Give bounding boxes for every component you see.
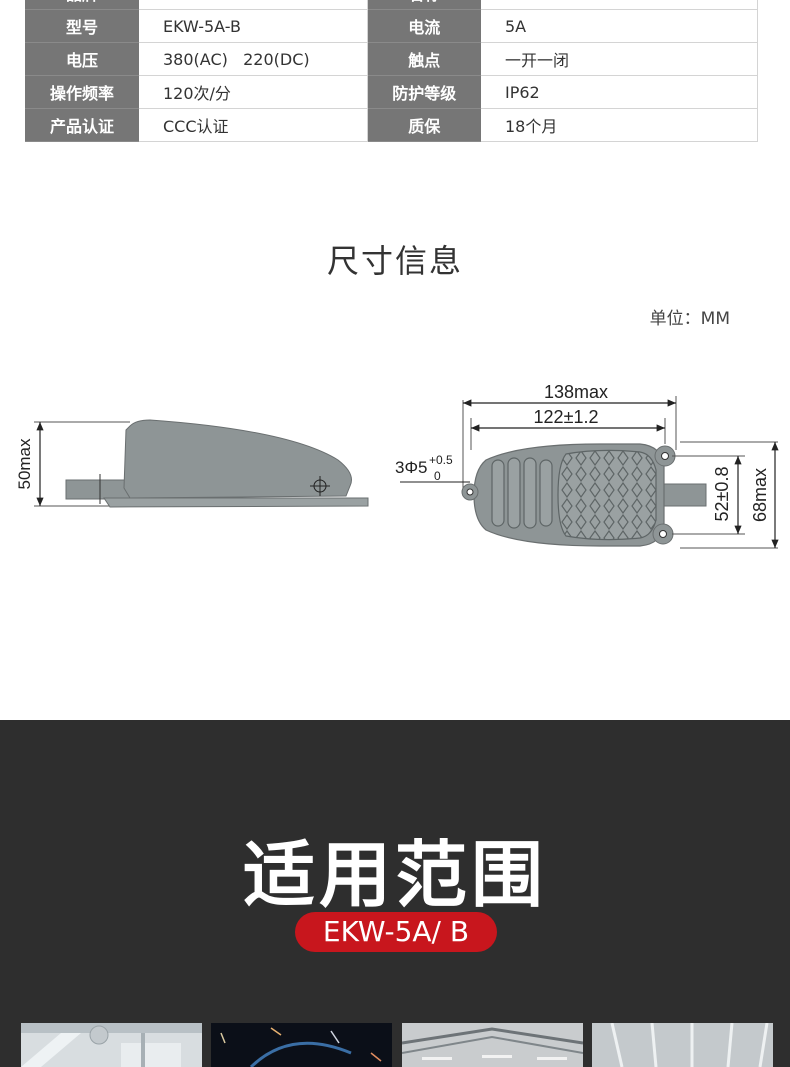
spec-label: 品牌: [25, 0, 139, 10]
spec-label: 型号: [25, 9, 139, 43]
spec-value: 一开一闭: [481, 42, 758, 76]
spec-label: 质保: [367, 108, 481, 142]
spec-label: 电流: [367, 9, 481, 43]
table-row: 型号 EKW-5A-B 电流 5A: [25, 9, 758, 43]
table-row: 操作频率 120次/分 防护等级 IP62: [25, 75, 758, 109]
hole-tol-upper: +0.5: [429, 453, 453, 467]
spec-value: 5A: [481, 9, 758, 43]
spec-label: 电压: [25, 42, 139, 76]
application-image-factory: [402, 1023, 583, 1067]
dimension-drawing: 50max 138max 122±1.2: [15, 382, 779, 549]
table-row: 电压 380(AC) 220(DC) 触点 一开一闭: [25, 42, 758, 76]
width-max-label: 68max: [750, 468, 770, 522]
model-badge: EKW-5A/ B: [295, 912, 497, 952]
side-view: 50max: [15, 419, 369, 508]
table-row: 产品认证 CCC认证 质保 18个月: [25, 108, 758, 142]
spec-label: 触点: [367, 42, 481, 76]
spec-value: CCC认证: [139, 108, 368, 142]
side-height-label: 50max: [15, 438, 34, 490]
spec-value: EKW-5A-B: [139, 9, 368, 43]
application-thumbnails: [21, 1023, 773, 1067]
spec-value: IP62: [481, 75, 758, 109]
hole-tol-lower: 0: [434, 469, 441, 483]
table-row: 品牌 名称: [25, 0, 758, 10]
dimensions-title: 尺寸信息: [326, 242, 463, 280]
spec-value: 18个月: [481, 108, 758, 142]
spec-label: 防护等级: [367, 75, 481, 109]
mount-width-label: 52±0.8: [712, 467, 732, 522]
length-max-label: 138max: [544, 382, 608, 402]
hole-label: 3Φ5: [395, 458, 427, 477]
unit-label: 单位：MM: [649, 309, 730, 329]
spec-label: 名称: [367, 0, 481, 10]
spec-label: 产品认证: [25, 108, 139, 142]
length-label: 122±1.2: [534, 407, 599, 427]
application-image-cleanroom: [21, 1023, 202, 1067]
spec-value: [139, 0, 368, 10]
spec-value: 120次/分: [139, 75, 368, 109]
top-view: 138max 122±1.2 3Φ5 +0.5 0 52±: [395, 382, 779, 549]
spec-value: 380(AC) 220(DC): [139, 42, 368, 76]
spec-value: [481, 0, 758, 10]
application-image-industrial: [211, 1023, 392, 1067]
spec-table: 品牌 名称 型号 EKW-5A-B 电流 5A 电压 380(AC) 220(D…: [25, 0, 758, 142]
scope-title: 适用范围: [242, 833, 547, 917]
scope-section: 适用范围 EKW-5A/ B: [0, 720, 790, 1067]
application-image-workshop: [592, 1023, 773, 1067]
spec-label: 操作频率: [25, 75, 139, 109]
